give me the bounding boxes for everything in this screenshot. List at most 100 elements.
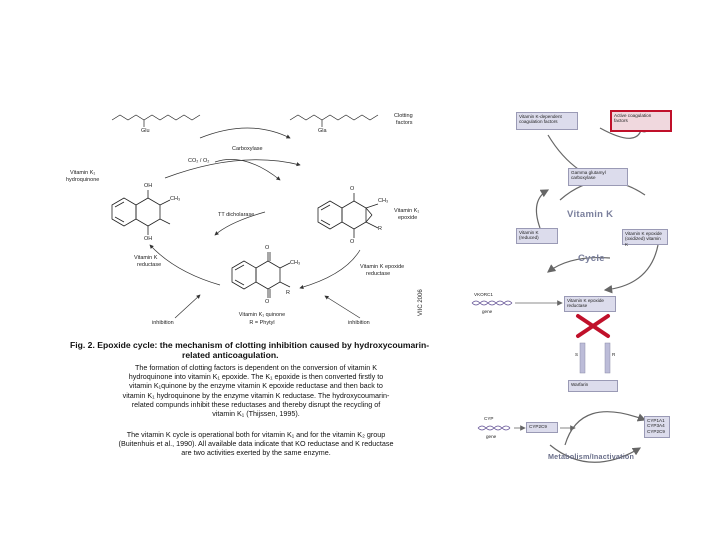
r-enantiomer-bar	[604, 342, 611, 374]
para1-line-5: related compunds inhibit these reductase…	[131, 399, 381, 409]
epoxide-reductase-label-2: reductase	[366, 271, 391, 277]
co2-o2-label: CO₂ / O₂	[188, 158, 210, 164]
cycle-arc-left	[535, 189, 550, 229]
caption-paragraph-1: The formation of clotting factors is dep…	[66, 363, 446, 418]
caption-title-line-2: related anticoagulation.	[182, 350, 279, 360]
box-reduced: Vitamin K (reduced)	[516, 228, 558, 244]
box-active-factors: Active coagulation factors	[610, 110, 672, 132]
box-dependent-line-1: Vitamin K-dependent	[519, 114, 562, 119]
o-label-quinone-top: O	[265, 245, 270, 251]
box-cyp-list: CYP1A1 CYP3A4 CYP2C9	[644, 416, 670, 438]
cyp-gene-helix	[477, 425, 511, 431]
carboxylase-label: Carboxylase	[232, 146, 263, 152]
cyp-list-1: CYP1A1	[647, 418, 665, 423]
k-reductase-label-2: reductase	[137, 262, 162, 268]
caption-title-line-1: Fig. 2. Epoxide cycle: the mechanism of …	[70, 340, 430, 350]
para2-line-3: are two activities exerted by the same e…	[181, 448, 331, 458]
s-enantiomer-bar	[579, 342, 586, 374]
oh-label-bottom: OH	[144, 236, 153, 242]
oh-label-top: OH	[144, 183, 153, 189]
hydroquinone-label-1: Vitamin K₁	[70, 170, 96, 176]
co2-arrow	[214, 159, 281, 181]
dicholarase-label: TT dicholarase	[218, 212, 255, 218]
cycle-arc-lower-right	[603, 244, 659, 294]
cyp-list-3: CYP2C9	[647, 428, 665, 434]
r-label-quinone: R	[286, 290, 290, 296]
ch3-label-quinone: CH₃	[290, 260, 301, 266]
caption-paragraph-2: The vitamin K cycle is operational both …	[66, 430, 446, 458]
r-label-epoxide: R	[378, 226, 382, 232]
para2-line-2: (Buitenhuis et al., 1990). All available…	[118, 439, 394, 449]
para1-line-3: vitamin K₁quinone by the enzyme vitamin …	[129, 381, 383, 391]
watermark: VIIC 2006	[418, 289, 424, 316]
inhibition-arrow-right	[324, 295, 361, 319]
metabolism-arc	[564, 411, 647, 446]
box-epoxide: Vitamin K epoxide (oxidized) vitamin K	[622, 229, 668, 247]
box-dependent-factors: Vitamin K-dependent coagulation factors	[516, 112, 578, 130]
box-epoxide-line-2: (oxidized) vitamin K	[625, 236, 661, 247]
cyp-list-2: CYP3A4	[647, 423, 665, 429]
para2-line-1: The vitamin K cycle is operational both …	[126, 430, 386, 439]
inhibition-x-icon	[576, 314, 610, 338]
gene-cyp-sub: gene	[486, 434, 497, 439]
hydroquinone-structure	[111, 190, 171, 235]
box-dependent-line-2: coagulation factors	[519, 119, 558, 125]
cycle-title: Cycle	[578, 253, 605, 264]
gene-vkorc1-label: VKORC1	[474, 292, 493, 297]
box-active-line-1: Active coagulation	[614, 113, 652, 118]
gene-vkorc1-sub: gene	[482, 309, 493, 314]
quinone-label-1: Vitamin K₁ quinone	[238, 312, 286, 318]
hydroquinone-to-epoxide-arrow	[164, 159, 301, 179]
box-reduced-line-2: (reduced)	[519, 235, 539, 241]
hydroquinone-label-2: hydroquinone	[66, 177, 100, 183]
box-warfarin: Warfarin	[568, 380, 618, 392]
box-vkor-line-1: Vitamin K epoxide	[567, 298, 604, 303]
inhibition-arrow-left	[174, 294, 201, 319]
inhibition-label-left: inhibition	[152, 320, 174, 326]
vkorc1-gene-helix	[471, 300, 513, 306]
o-label-epoxide-top: O	[350, 186, 355, 192]
box-gamma-carboxylase: Gamma glutamyl carboxylase	[568, 168, 628, 186]
gla-peptide-chain	[289, 114, 379, 127]
s-enantiomer-label: S	[575, 352, 579, 357]
epoxide-label-2: epoxide	[398, 215, 418, 221]
o-label-epoxide-bottom: O	[350, 239, 355, 245]
quinone-to-hydroquinone-arrow	[149, 244, 221, 286]
para1-line-6: vitamin K₁ (Thijssen, 1995).	[212, 409, 300, 419]
box-cyp2c9: CYP2C9	[526, 422, 558, 433]
para1-line-1: The formation of clotting factors is dep…	[134, 363, 378, 372]
ch3-label-left: CH₃	[170, 196, 181, 202]
clotting-label: Clotting	[394, 113, 413, 119]
glu-peptide-chain	[111, 114, 201, 127]
figure-caption-title: Fig. 2. Epoxide cycle: the mechanism of …	[70, 340, 445, 360]
cycle-arc-lower-left	[547, 256, 611, 273]
k-reductase-label-1: Vitamin K	[134, 255, 158, 261]
box-vkor: Vitamin K epoxide reductase	[564, 296, 616, 312]
gla-label: Gla	[318, 128, 327, 134]
box-gamma-line-1: Gamma glutamyl	[571, 170, 606, 175]
gene-cyp-label: CYP	[484, 416, 494, 421]
box-gamma-line-2: carboxylase	[571, 175, 596, 181]
epoxide-structure	[317, 193, 379, 238]
para1-line-2: hydroquinone into vitamin K₁ epoxide. Th…	[128, 372, 384, 382]
r-enantiomer-label: R	[612, 352, 616, 357]
para1-line-4: vitamin K₁ hydroquinone by the enzyme vi…	[122, 390, 390, 400]
epoxide-to-quinone-arrow	[299, 249, 361, 290]
metabolism-title: Metabolism/Inactivation	[548, 452, 635, 461]
box-warfarin-text: Warfarin	[571, 382, 589, 387]
glu-label: Glu	[141, 128, 150, 134]
epoxide-label-1: Vitamin K₁	[394, 208, 420, 214]
quinone-structure	[231, 252, 291, 298]
box-reduced-line-1: Vitamin K	[519, 230, 539, 235]
box-active-line-2: factors	[614, 118, 628, 124]
ch3-label-right: CH₃	[378, 198, 389, 204]
carboxylation-arrow	[199, 127, 291, 139]
o-label-quinone-bottom: O	[265, 299, 270, 305]
inhibition-label-right: inhibition	[348, 320, 370, 326]
box-vkor-line-2: reductase	[567, 303, 588, 309]
factors-label: factors	[396, 120, 413, 126]
metabolism-arc-lower	[549, 444, 642, 463]
epoxide-reductase-label-1: Vitamin K epoxide	[360, 264, 405, 270]
box-cyp2c9-text: CYP2C9	[529, 424, 547, 429]
vitamin-k-title: Vitamin K	[567, 209, 614, 220]
